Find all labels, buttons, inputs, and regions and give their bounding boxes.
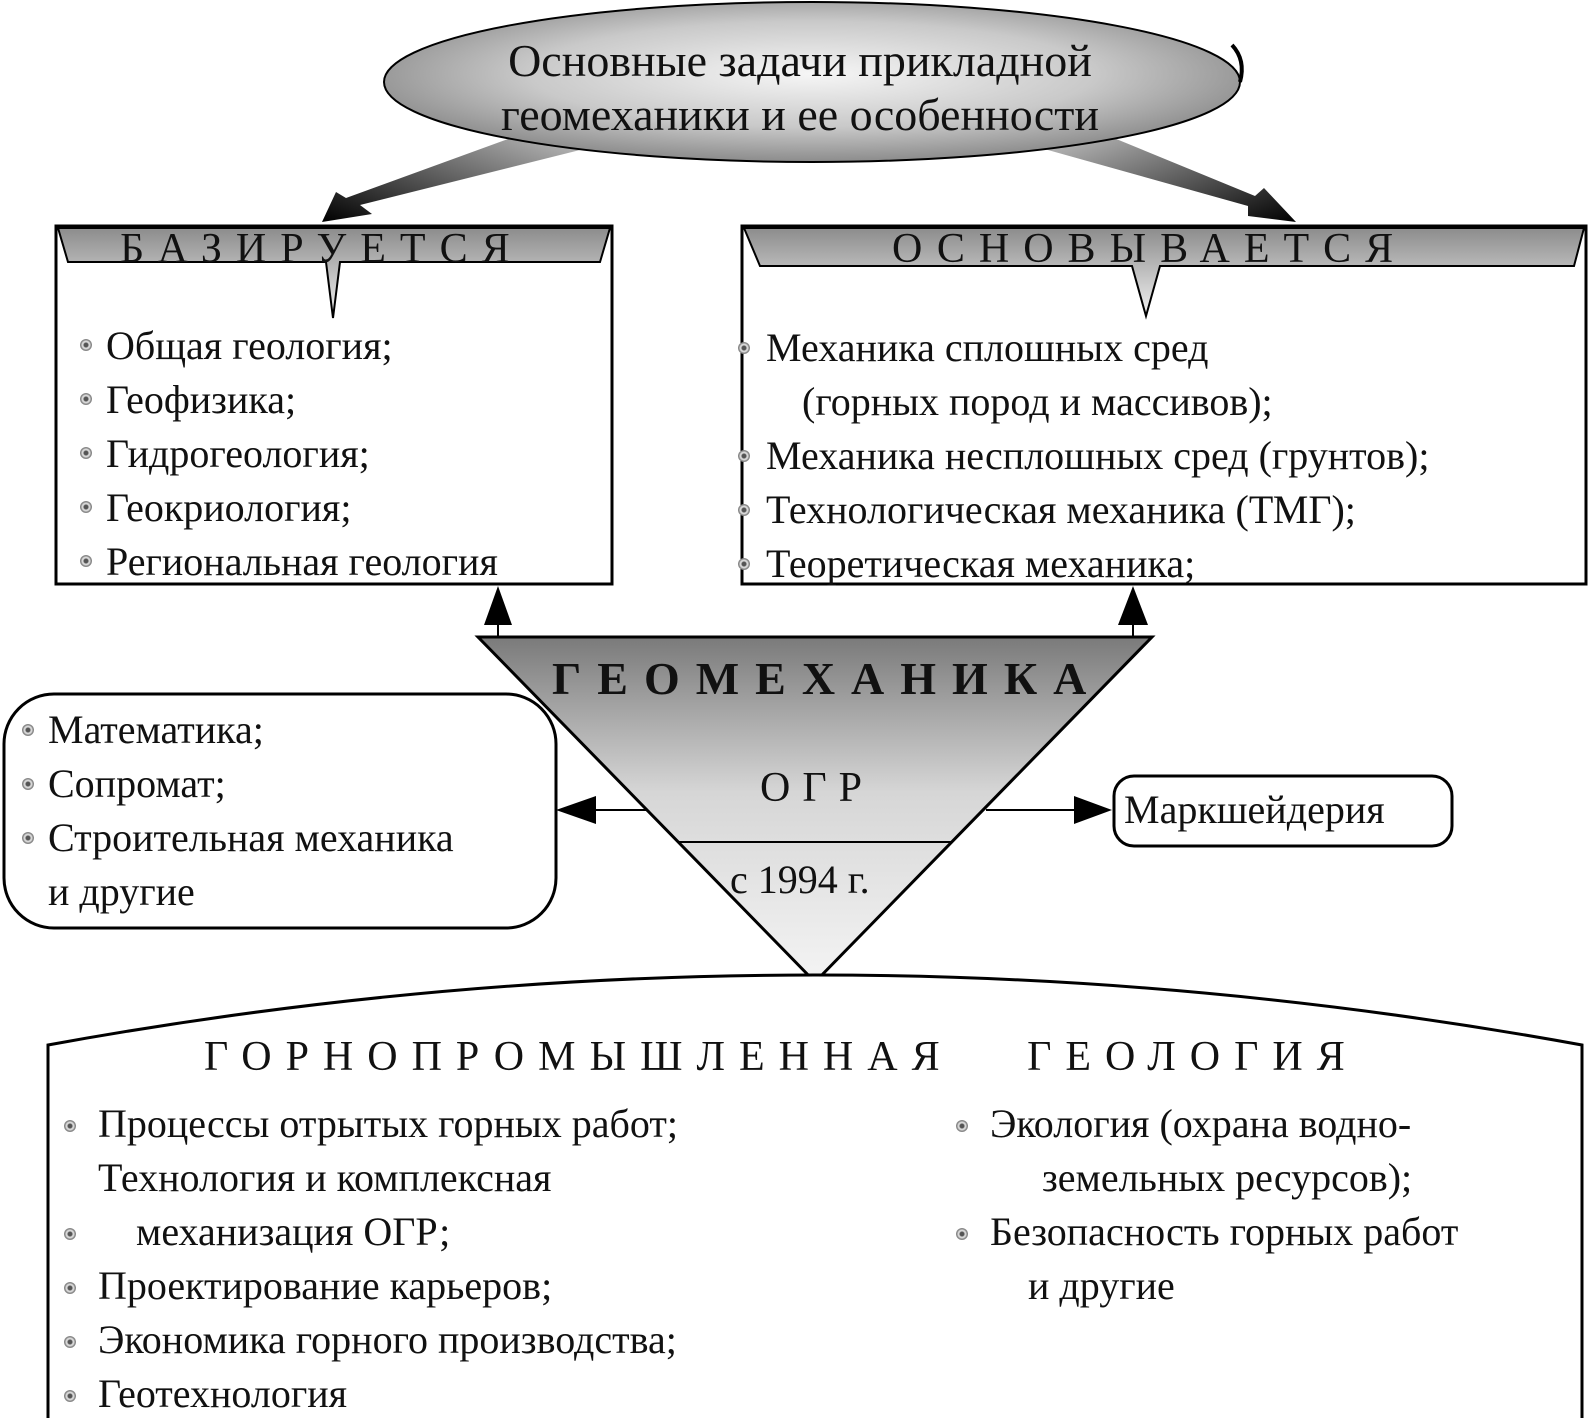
bottom-left-item: механизация ОГР;: [136, 1209, 451, 1254]
bottom-right-item: Безопасность горных работ: [990, 1209, 1459, 1254]
right-item: (горных пород и массивов);: [802, 379, 1273, 424]
bullet-icon: [64, 1120, 76, 1132]
bullet-icon: [64, 1228, 76, 1240]
left-item: Гидрогеология;: [106, 431, 370, 476]
arrow-oval-to-right: [1030, 120, 1296, 222]
side-right-label: Маркшейдерия: [1124, 787, 1385, 832]
right-item: Механика несплошных сред (грунтов);: [766, 433, 1430, 478]
bullet-icon: [80, 447, 92, 459]
bottom-left-item: Экономика горного производства;: [98, 1317, 677, 1362]
bullet-icon: [80, 555, 92, 567]
left-banner: [56, 227, 612, 319]
bullet-icon: [22, 832, 34, 844]
center-title: ГЕОМЕХАНИКА: [552, 653, 1103, 704]
bullet-icon: [80, 501, 92, 513]
bottom-right-item: Экология (охрана водно-: [990, 1101, 1412, 1146]
left-box-heading: БАЗИРУЕТСЯ: [120, 226, 524, 272]
right-banner: [742, 227, 1586, 320]
side-left-item: Сопромат;: [48, 761, 226, 806]
bullet-icon: [738, 558, 750, 570]
bullet-icon: [738, 342, 750, 354]
bottom-box: [46, 973, 1584, 1418]
bottom-left-item: Технология и комплексная: [98, 1155, 552, 1200]
bottom-left-item: Процессы отрытых горных работ;: [98, 1101, 678, 1146]
left-item: Региональная геология: [106, 539, 498, 584]
bullet-icon: [738, 450, 750, 462]
bullet-icon: [64, 1282, 76, 1294]
left-item: Геокриология;: [106, 485, 352, 530]
left-item: Геофизика;: [106, 377, 297, 422]
bullet-icon: [80, 393, 92, 405]
bullet-icon: [956, 1228, 968, 1240]
bottom-right-item: и другие: [1028, 1263, 1175, 1308]
side-left-item: Строительная механика: [48, 815, 454, 860]
bullet-icon: [22, 778, 34, 790]
bottom-left-item: Проектирование карьеров;: [98, 1263, 553, 1308]
title-line-1: Основные задачи прикладной: [508, 35, 1092, 86]
side-left-item: и другие: [48, 869, 195, 914]
side-left-item: Математика;: [48, 707, 264, 752]
title-line-2: геомеханики и ее особенности: [501, 89, 1099, 140]
side-left-box: [2, 692, 558, 930]
bottom-left-item: Геотехнология: [98, 1371, 348, 1416]
right-box-heading: ОСНОВЫВАЕТСЯ: [892, 226, 1408, 272]
right-item: Теоретическая механика;: [766, 541, 1196, 586]
side-right-box: [1112, 774, 1454, 848]
bullet-icon: [22, 724, 34, 736]
center-since: с 1994 г.: [730, 857, 870, 902]
bullet-icon: [64, 1336, 76, 1348]
bullet-icon: [956, 1120, 968, 1132]
bullet-icon: [80, 339, 92, 351]
bottom-heading: ГОРНОПРОМЫШЛЕННАЯ ГЕОЛОГИЯ: [204, 1034, 1359, 1080]
right-item: Механика сплошных сред: [766, 325, 1209, 370]
right-item: Технологическая механика (ТМГ);: [766, 487, 1356, 532]
geomechanics-triangle: [474, 635, 1156, 985]
right-box: [740, 224, 1588, 586]
bullet-icon: [64, 1390, 76, 1402]
center-subtitle: ОГР: [760, 765, 874, 811]
arrow-oval-to-left: [322, 120, 600, 222]
bullet-icon: [738, 504, 750, 516]
left-item: Общая геология;: [106, 323, 393, 368]
bottom-right-item: земельных ресурсов);: [1042, 1155, 1413, 1200]
